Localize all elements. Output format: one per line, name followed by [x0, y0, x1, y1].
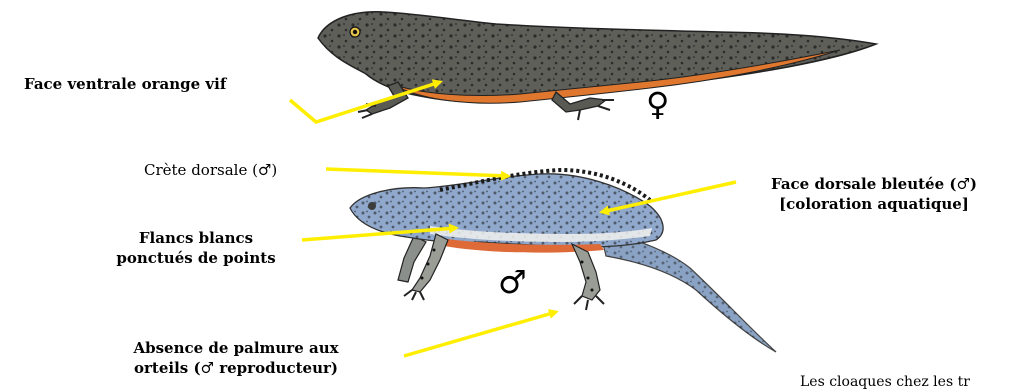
cut-off-text: Les cloaques chez les tr	[800, 372, 970, 392]
female-symbol: ♀	[646, 88, 669, 120]
dorsal-label: Face dorsale bleutée (♂) [coloration aqu…	[734, 174, 1014, 214]
webbing-label: Absence de palmure aux orteils (♂ reprod…	[94, 338, 378, 378]
flanks-label: Flancs blancs ponctués de points	[106, 228, 286, 268]
crest-arrow	[326, 169, 508, 176]
flanks-label-line2: ponctués de points	[106, 248, 286, 268]
dorsal-label-line1: Face dorsale bleutée (♂)	[734, 174, 1014, 194]
male-hind-leg	[572, 244, 600, 300]
female-newt	[318, 12, 876, 120]
webbing-label-line1: Absence de palmure aux	[94, 338, 378, 358]
male-eye	[368, 202, 376, 210]
male-symbol: ♂	[498, 266, 527, 298]
crest-label: Crète dorsale (♂)	[144, 160, 277, 180]
ventral-label: Face ventrale orange vif	[24, 74, 226, 94]
male-newt	[350, 170, 776, 352]
webbing-label-line2: orteils (♂ reproducteur)	[94, 358, 378, 378]
male-tail-spots	[600, 230, 776, 352]
webbing-arrow	[404, 312, 556, 356]
dorsal-label-line2: [coloration aquatique]	[734, 194, 1014, 214]
flanks-label-line1: Flancs blancs	[106, 228, 286, 248]
